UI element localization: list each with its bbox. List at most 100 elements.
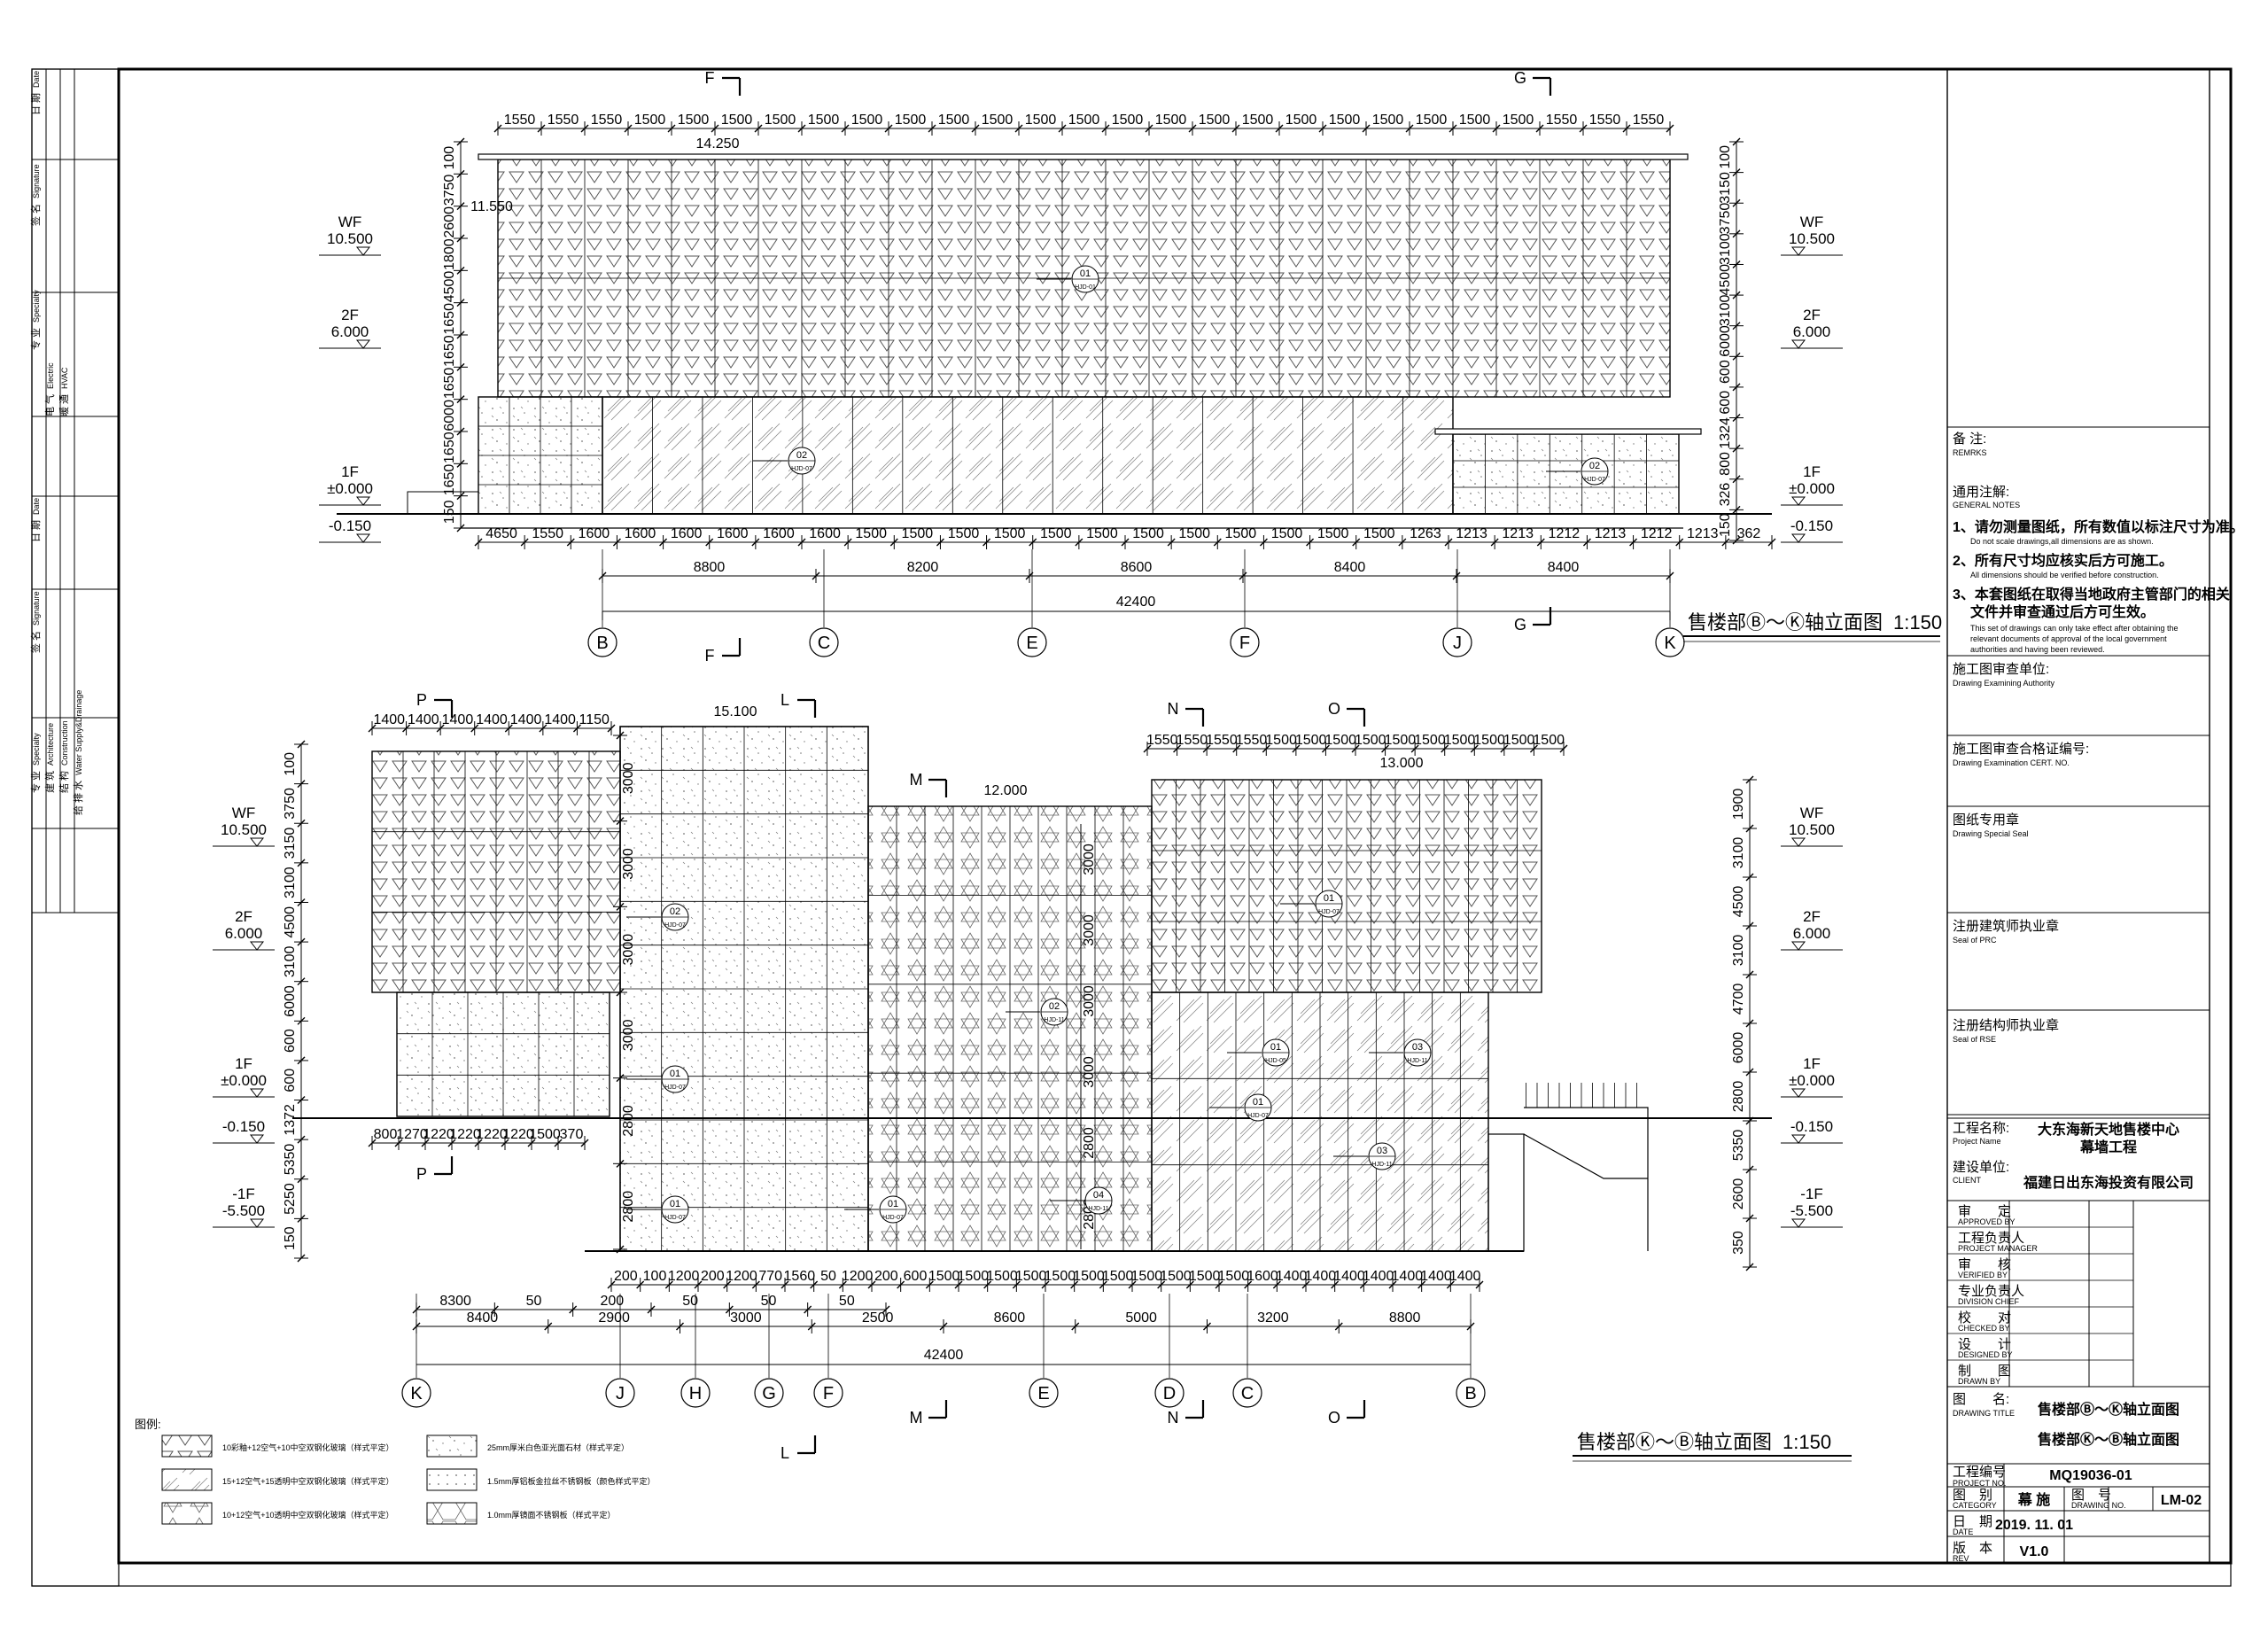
date-label-en: DATE xyxy=(1953,1528,1973,1536)
axis-bubble xyxy=(1232,1378,1262,1408)
top-dim-bottom-value: 1213 xyxy=(1502,526,1534,541)
top-dim-bottom-value: 1500 xyxy=(1225,526,1257,541)
project-name: 大东海新天地售楼中心 xyxy=(2038,1121,2179,1138)
strip-entry: 结 构Construction xyxy=(58,720,70,793)
bot-dim-small-left-value: 1270 xyxy=(396,1127,428,1142)
section-mark-label: F xyxy=(705,69,715,87)
elevation-title-text: 售楼部Ⓚ～Ⓑ轴立面图 xyxy=(1577,1431,1772,1453)
bot-dim-top-right-slash xyxy=(1262,744,1270,753)
bot-vdim-left-value: 600 xyxy=(283,1029,298,1053)
bot-dim-bottom-value: 200 xyxy=(874,1269,898,1284)
bot-vdim-left-slash xyxy=(297,1214,306,1223)
bot-dim-small-left-slash xyxy=(394,1139,403,1147)
bot-dim-small-left-slash xyxy=(368,1139,377,1147)
top-vdim-right-slash xyxy=(1732,536,1741,545)
detail-tag-number: 01 xyxy=(1080,268,1091,279)
elevation-title-text: 售楼部Ⓑ～Ⓚ轴立面图 xyxy=(1688,611,1883,634)
top-dim-bottom-value: 1212 xyxy=(1641,526,1673,541)
top-dim-span-value: 8400 xyxy=(1548,560,1580,575)
section-mark-label: F xyxy=(705,647,715,665)
role-label-en: PROJECT MANAGER xyxy=(1958,1244,2038,1253)
bot-vdim-left-slash xyxy=(297,898,306,906)
detail-tag-number: 02 xyxy=(1589,461,1600,471)
bot-dim-bottom-slash xyxy=(1418,1280,1426,1289)
top-vdim-left-value: 1650 xyxy=(442,368,457,400)
level-value: -5.500 xyxy=(1790,1202,1833,1219)
top-vdim-left-slash xyxy=(456,362,465,371)
level-name: 2F xyxy=(341,307,359,323)
project-no-label: 工程编号 xyxy=(1953,1465,2006,1480)
strip-entry-cn: 日 期 xyxy=(30,520,42,542)
level-name: 2F xyxy=(235,908,252,925)
bot-dim-bottom-slash xyxy=(1475,1280,1484,1289)
spot-elevation: 15.100 xyxy=(714,704,757,719)
top-dim-top-value: 1550 xyxy=(591,113,623,128)
top-dim-bottom-value: 1500 xyxy=(1363,526,1395,541)
level-value: 6.000 xyxy=(331,323,369,340)
bot-vdim-left-value: 3100 xyxy=(283,867,298,898)
legend-label: 15+12空气+15透明中空双钢化玻璃（样式平定） xyxy=(222,1476,394,1486)
bot-dim-top-left-value: 1400 xyxy=(510,712,542,727)
axis-bubble xyxy=(809,627,839,657)
top-dim-bottom-slash xyxy=(1398,538,1407,547)
top-dim-top-value: 1550 xyxy=(548,113,579,128)
bot-dim-bottom-slash xyxy=(1388,1280,1397,1289)
exterior-stair xyxy=(1523,1107,1649,1251)
bot-dim-span-value: 3000 xyxy=(730,1310,762,1326)
bot-dim-bottom-value: 1500 xyxy=(1102,1269,1134,1284)
top-dim-top-value: 1500 xyxy=(1155,113,1187,128)
bot-dim-row2-value: 50 xyxy=(839,1294,855,1309)
role-label: 专业负责人 xyxy=(1958,1284,2024,1299)
top-vdim-right-slash xyxy=(1732,291,1741,299)
bot-dim-row2-slash xyxy=(647,1305,656,1314)
note-3-line2: 文件并审查通过后方可生效。 xyxy=(1970,603,2155,620)
top-dim-bottom-value: 1550 xyxy=(532,526,563,541)
drawing-no: LM-02 xyxy=(2161,1493,2202,1508)
bot-vdim-left-value: 3750 xyxy=(283,788,298,820)
top-dim-bottom-value: 1500 xyxy=(855,526,887,541)
bot-dim-top-right-value: 1500 xyxy=(1324,733,1356,748)
project-label-en: Project Name xyxy=(1953,1137,2001,1146)
level-value: 6.000 xyxy=(1793,323,1831,340)
top-dim-bottom-slash xyxy=(520,538,529,547)
top-vdim-right-slash xyxy=(1732,444,1741,453)
bot-vdim-right-value: 1900 xyxy=(1731,789,1746,820)
top-vdim-left-value: 1650 xyxy=(442,464,457,496)
top-dim-bottom-value: 1600 xyxy=(717,526,749,541)
strip-entry-cn: 签 名 xyxy=(29,631,42,653)
bot-dim-span-slash xyxy=(676,1322,684,1331)
top-dim-bottom-slash xyxy=(612,538,621,547)
bot-dim-bottom-slash xyxy=(1244,1280,1253,1289)
top-vdim-right-value: 600 xyxy=(1718,391,1733,415)
strip-entry-en: Signature xyxy=(32,164,41,198)
bot-dim-bottom-slash xyxy=(751,1280,760,1289)
strip-entry: 日 期Date xyxy=(30,498,42,542)
top-dim-top-value: 1500 xyxy=(808,113,840,128)
bot-dim-top-left-value: 1400 xyxy=(408,712,439,727)
strip-entry-en: Signature xyxy=(32,591,41,626)
bot-dim-top-right-value: 1550 xyxy=(1206,733,1238,748)
top-dim-top-slash xyxy=(884,124,893,133)
bot-dim-bottom-value: 50 xyxy=(820,1269,836,1284)
bot-vdim-mid1-slash xyxy=(616,902,625,911)
bot-dim-bottom-value: 770 xyxy=(758,1269,782,1284)
top-vdim-right-slash xyxy=(1732,229,1741,238)
level-name: 1F xyxy=(341,463,359,480)
strip-entry-cn: 给 排 水 xyxy=(72,781,84,815)
bot-dim-top-right-value: 1550 xyxy=(1236,733,1268,748)
rse-label: 注册结构师执业章 xyxy=(1953,1017,2059,1033)
bot-vdim-left-value: 6000 xyxy=(283,985,298,1017)
section-mark-label: M xyxy=(910,771,923,789)
note-2-en: All dimensions should be verified before… xyxy=(1970,571,2159,579)
top-dim-bottom-value: 1213 xyxy=(1456,526,1487,541)
axis-bubble xyxy=(813,1378,843,1408)
top-dim-bottom-slash xyxy=(474,538,483,547)
date-value: 2019. 11. 01 xyxy=(1995,1518,2073,1533)
axis-bubble xyxy=(1017,627,1047,657)
section-mark-label: P xyxy=(416,691,427,709)
bot-vdim-right-value: 4700 xyxy=(1731,984,1746,1015)
project-no-label-en: PROJECT NO. xyxy=(1953,1479,2006,1488)
bot-vdim-left-slash xyxy=(297,1254,306,1263)
bot-dim-top-left-value: 1400 xyxy=(544,712,576,727)
